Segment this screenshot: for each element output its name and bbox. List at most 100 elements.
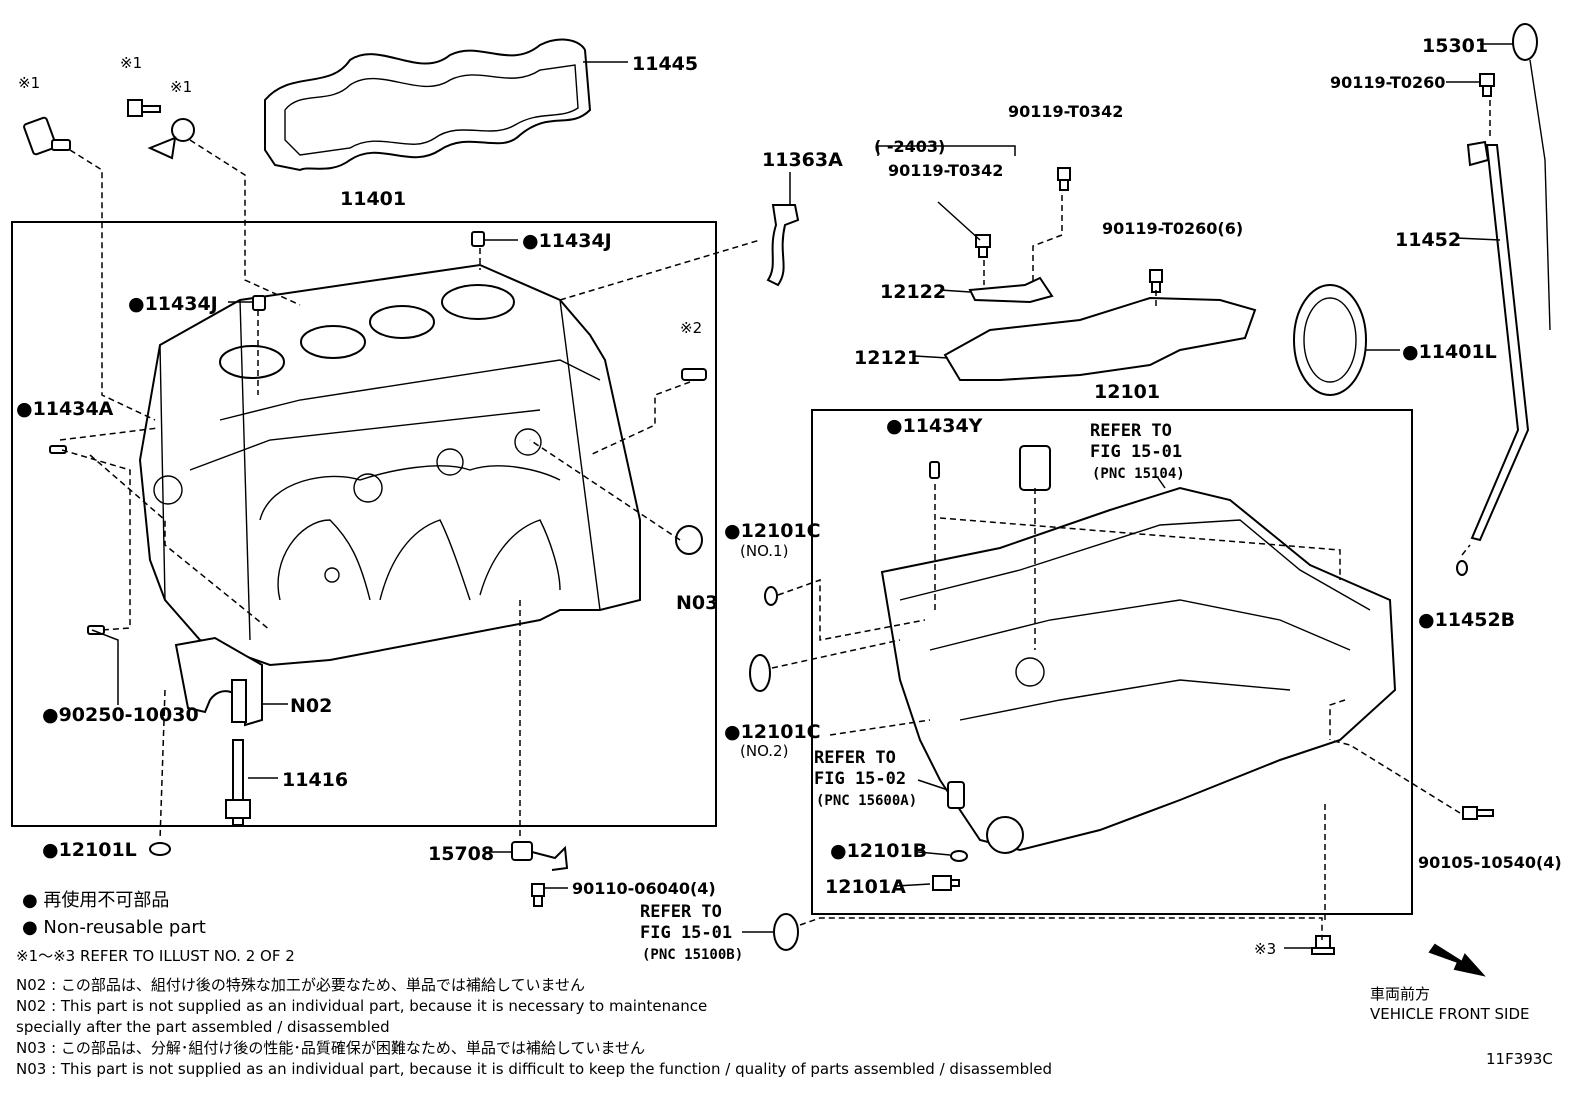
pin-90250-drawing xyxy=(87,625,105,635)
strainer-15600A-drawing xyxy=(947,781,965,809)
label-90105-10540: 90105-10540(4) xyxy=(1418,853,1562,872)
refer-15600A-line2: FIG 15-02 xyxy=(814,769,906,789)
bracket-12122-drawing xyxy=(968,276,1054,304)
refer-15600A-line1: REFER TO xyxy=(814,748,896,768)
label-90119-T0342-a: 90119-T0342 xyxy=(888,161,1003,180)
label-2403: ( -2403) xyxy=(874,137,945,156)
label-15301: 15301 xyxy=(1422,35,1488,57)
refer-15104-line3: (PNC 15104) xyxy=(1092,466,1185,482)
label-11452: 11452 xyxy=(1395,229,1461,251)
head-gasket-drawing xyxy=(264,38,592,172)
bolt-90119-T0260-drawing xyxy=(1479,73,1495,97)
label-N03: N03 xyxy=(676,592,718,614)
pin-11434J-top-drawing xyxy=(471,231,485,247)
pin-11434Y-drawing xyxy=(929,461,940,479)
label-N02: N02 xyxy=(290,695,332,717)
label-s1-b: ※1 xyxy=(120,54,142,72)
cap-N03-drawing xyxy=(675,525,703,555)
label-12101: 12101 xyxy=(1094,381,1160,403)
dipstick-guide-11452-drawing xyxy=(1466,140,1530,542)
bracket-s1-drawing xyxy=(147,118,195,160)
cylinder-block-drawing xyxy=(138,263,641,667)
bolt-90119-a-drawing xyxy=(1057,167,1071,191)
label-s1-c: ※1 xyxy=(170,78,192,96)
label-11434A: ●11434A xyxy=(16,398,114,420)
knock-sensor-drawing xyxy=(23,116,71,156)
note-line-3: specially after the part assembled / dis… xyxy=(16,1018,390,1036)
legend-jp: ● 再使用不可部品 xyxy=(22,890,169,911)
oil-pan-drawing xyxy=(880,445,1397,854)
label-12101B: ●12101B xyxy=(830,840,927,862)
label-s2: ※2 xyxy=(680,319,702,337)
label-11434J-left: ●11434J xyxy=(128,293,218,315)
illustration-code: 11F393C xyxy=(1486,1050,1553,1068)
label-15708: 15708 xyxy=(428,843,494,865)
note-line-1: N02 : この部品は、組付け後の特殊な加工が必要なため、単品では補給していませ… xyxy=(16,976,585,994)
oil-seal-11401L-drawing xyxy=(1293,284,1367,396)
oring-15100B-drawing xyxy=(773,913,799,951)
label-90250-10030: ●90250-10030 xyxy=(42,704,199,726)
label-s3: ※3 xyxy=(1254,940,1276,958)
bolt-90119-b-drawing xyxy=(975,234,991,258)
front-label-en: VEHICLE FRONT SIDE xyxy=(1370,1005,1530,1023)
oring-11452B-drawing xyxy=(1456,560,1468,576)
front-label-jp: 車両前方 xyxy=(1370,985,1430,1003)
note-line-5: N03 : This part is not supplied as an in… xyxy=(16,1060,1052,1078)
gasket-12101B-drawing xyxy=(950,850,968,862)
label-s1-a: ※1 xyxy=(18,74,40,92)
refer-15100B-line1: REFER TO xyxy=(640,902,722,922)
leader-lines xyxy=(91,43,1513,949)
label-12101C-1: ●12101C xyxy=(724,520,821,542)
refer-15100B-line3: (PNC 15100B) xyxy=(642,947,743,963)
bolt-11416-drawing xyxy=(225,739,251,826)
bearing-cap-N02-drawing xyxy=(174,636,263,727)
label-11416: 11416 xyxy=(282,769,348,791)
label-12101C-2: ●12101C xyxy=(724,721,821,743)
label-11401L: ●11401L xyxy=(1402,341,1497,363)
refer-15104-line1: REFER TO xyxy=(1090,421,1172,441)
label-11363A: 11363A xyxy=(762,149,843,171)
oil-pan-box xyxy=(811,409,1413,915)
oring-12101C-2-drawing xyxy=(749,654,771,692)
label-12101L: ●12101L xyxy=(42,839,137,861)
bolt-90105-drawing xyxy=(1462,806,1494,820)
label-11445: 11445 xyxy=(632,53,698,75)
bolt-90110-drawing xyxy=(531,883,545,907)
label-12122: 12122 xyxy=(880,281,946,303)
label-11401: 11401 xyxy=(340,188,406,210)
legend-en: ● Non-reusable part xyxy=(22,917,206,938)
oil-jet-15708-drawing xyxy=(511,841,569,871)
label-12101A: 12101A xyxy=(825,876,906,898)
plug-12101L-drawing xyxy=(149,842,171,856)
front-arrow-icon xyxy=(1428,943,1486,977)
refer-15104-line2: FIG 15-01 xyxy=(1090,442,1182,462)
assembly-dashed-lines xyxy=(59,100,1491,940)
label-90119-T0260: 90119-T0260 xyxy=(1330,73,1445,92)
legend-refer: ※1～※3 REFER TO ILLUST NO. 2 OF 2 xyxy=(16,947,295,965)
label-90110-06040: 90110-06040(4) xyxy=(572,879,716,898)
label-90119-T0260-6: 90119-T0260(6) xyxy=(1102,219,1243,238)
bracket-11363A-drawing xyxy=(766,204,800,287)
note-line-4: N03 : この部品は、分解･組付け後の性能･品質確保が困難なため、単品では補給… xyxy=(16,1039,645,1057)
label-90119-T0342-b: 90119-T0342 xyxy=(1008,102,1123,121)
label-11434Y: ●11434Y xyxy=(886,415,983,437)
pin-s2-drawing xyxy=(681,368,707,381)
bolt-90119-T0260-6-drawing xyxy=(1149,269,1163,293)
dipstick-15301-drawing xyxy=(1512,23,1551,331)
note-line-2: N02 : This part is not supplied as an in… xyxy=(16,997,707,1015)
refer-15600A-line3: (PNC 15600A) xyxy=(816,793,917,809)
label-11434J-top: ●11434J xyxy=(522,230,612,252)
pin-11434A-drawing xyxy=(49,445,67,454)
bolt-s3-drawing xyxy=(1311,935,1335,955)
label-12101C-2-sub: (NO.2) xyxy=(740,742,788,760)
oring-12101C-1-drawing xyxy=(764,586,778,606)
plug-12101A-drawing xyxy=(932,875,960,891)
cylinder-block-box xyxy=(11,221,717,827)
baffle-12121-drawing xyxy=(943,296,1257,381)
label-12101C-1-sub: (NO.1) xyxy=(740,542,788,560)
pin-11434J-left-drawing xyxy=(252,295,266,311)
label-11452B: ●11452B xyxy=(1418,609,1515,631)
bolt-s1-drawing xyxy=(127,99,161,117)
refer-15100B-line2: FIG 15-01 xyxy=(640,923,732,943)
